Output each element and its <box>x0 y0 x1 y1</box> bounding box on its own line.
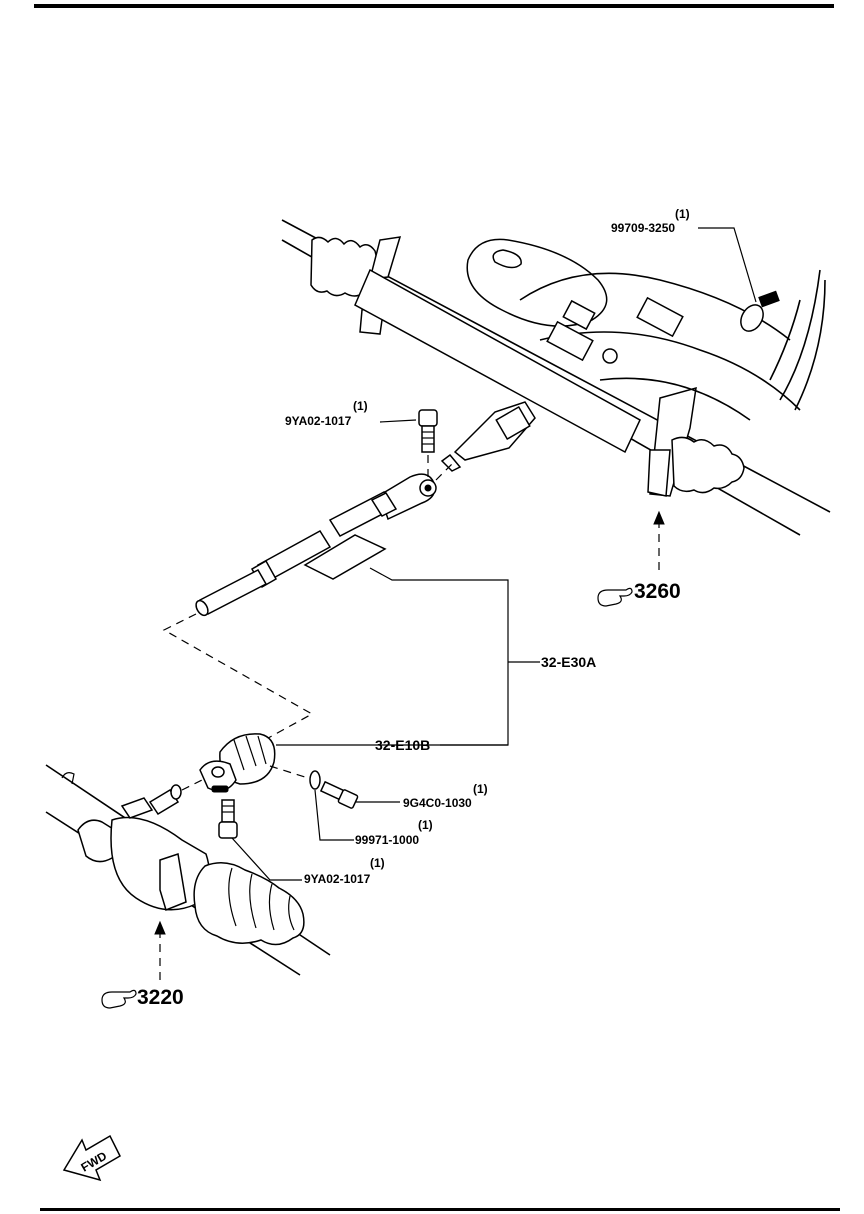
washer <box>309 770 321 790</box>
forward-direction-arrow: FWD <box>62 1134 121 1182</box>
upper-bolt-qty: (1) <box>353 399 368 413</box>
lower-bolt-part-number: 9YA02-1017 <box>304 872 371 886</box>
side-bolt-qty: (1) <box>473 782 488 796</box>
side-bolt-part-number: 9G4C0-1030 <box>403 796 472 810</box>
ref-arrow-3220 <box>154 920 166 980</box>
lower-universal-joint <box>199 733 276 793</box>
assembly-guide-line <box>162 613 314 749</box>
hand-pointer-icon <box>101 989 137 1009</box>
top-rule <box>34 4 834 8</box>
joint-assembly-label: 32-E10B <box>375 737 430 753</box>
washer-qty: (1) <box>418 818 433 832</box>
lower-bolt-qty: (1) <box>370 856 385 870</box>
intermediate-shaft <box>195 409 453 617</box>
ref-3220: 3220 <box>137 986 184 1009</box>
upper-bolt-part-number: 9YA02-1017 <box>285 414 352 428</box>
clip-part-number: 99709-3250 <box>611 221 675 235</box>
upper-bolt <box>418 409 438 453</box>
clip-qty: (1) <box>675 207 690 221</box>
side-bolt <box>319 780 359 809</box>
shaft-assembly-label: 32-E30A <box>541 654 596 670</box>
ref-arrow-3260 <box>653 510 665 570</box>
upper-steering-rack <box>281 219 831 536</box>
washer-part-number: 99971-1000 <box>355 833 419 847</box>
lower-steering-gear <box>45 764 331 976</box>
hand-pointer-icon <box>597 587 633 607</box>
bottom-rule <box>40 1208 840 1211</box>
hose-clip <box>740 290 780 332</box>
leader-lines <box>231 227 757 881</box>
lower-bolt <box>218 799 238 839</box>
ref-3260: 3260 <box>634 580 681 603</box>
